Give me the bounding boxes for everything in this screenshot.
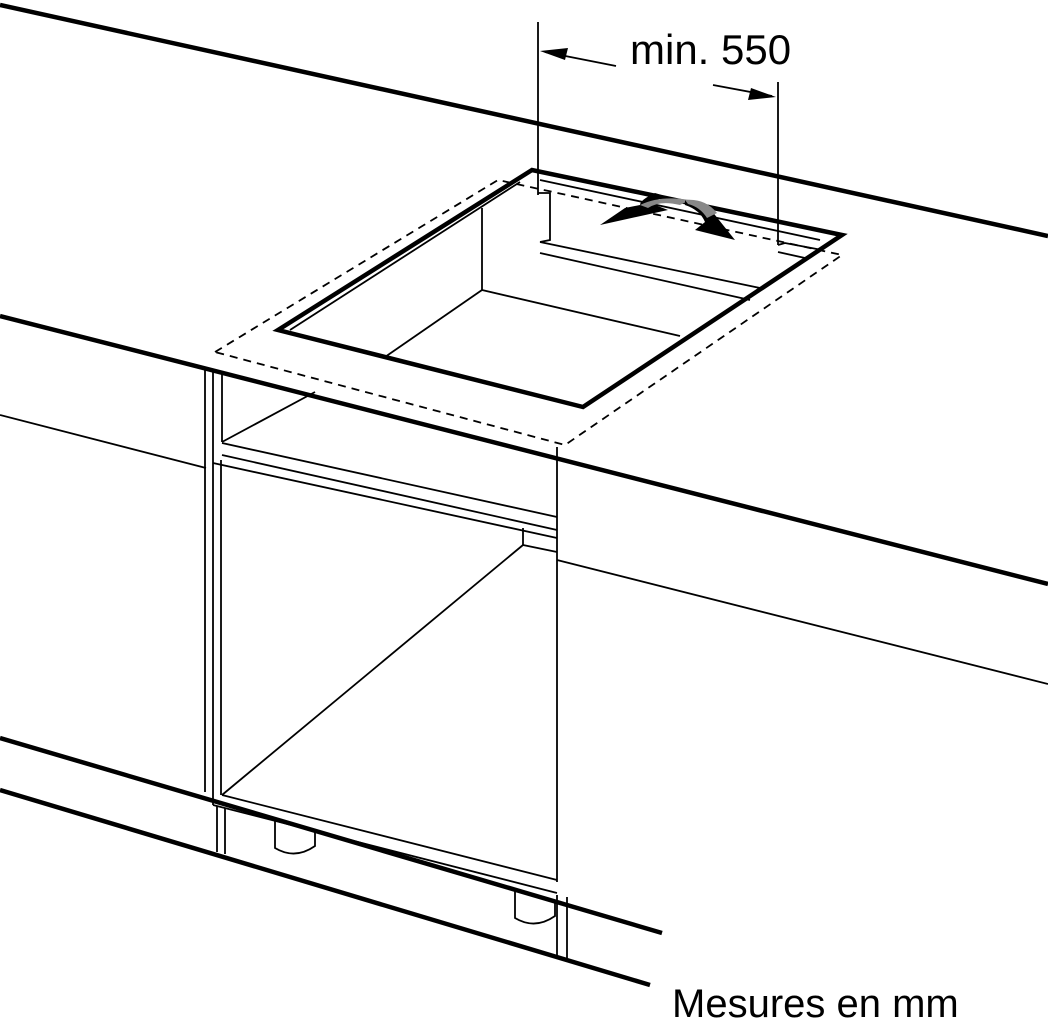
dimension-min-550: min. 550 [537,22,791,245]
plinth [0,735,663,988]
cutout [212,167,848,446]
airflow-arrows-icon [600,193,735,240]
dimension-label: min. 550 [630,26,791,73]
cabinet-feet [274,820,556,925]
base-cabinet [204,368,568,958]
worktop [0,2,1048,685]
units-note: Mesures en mm [672,982,959,1026]
